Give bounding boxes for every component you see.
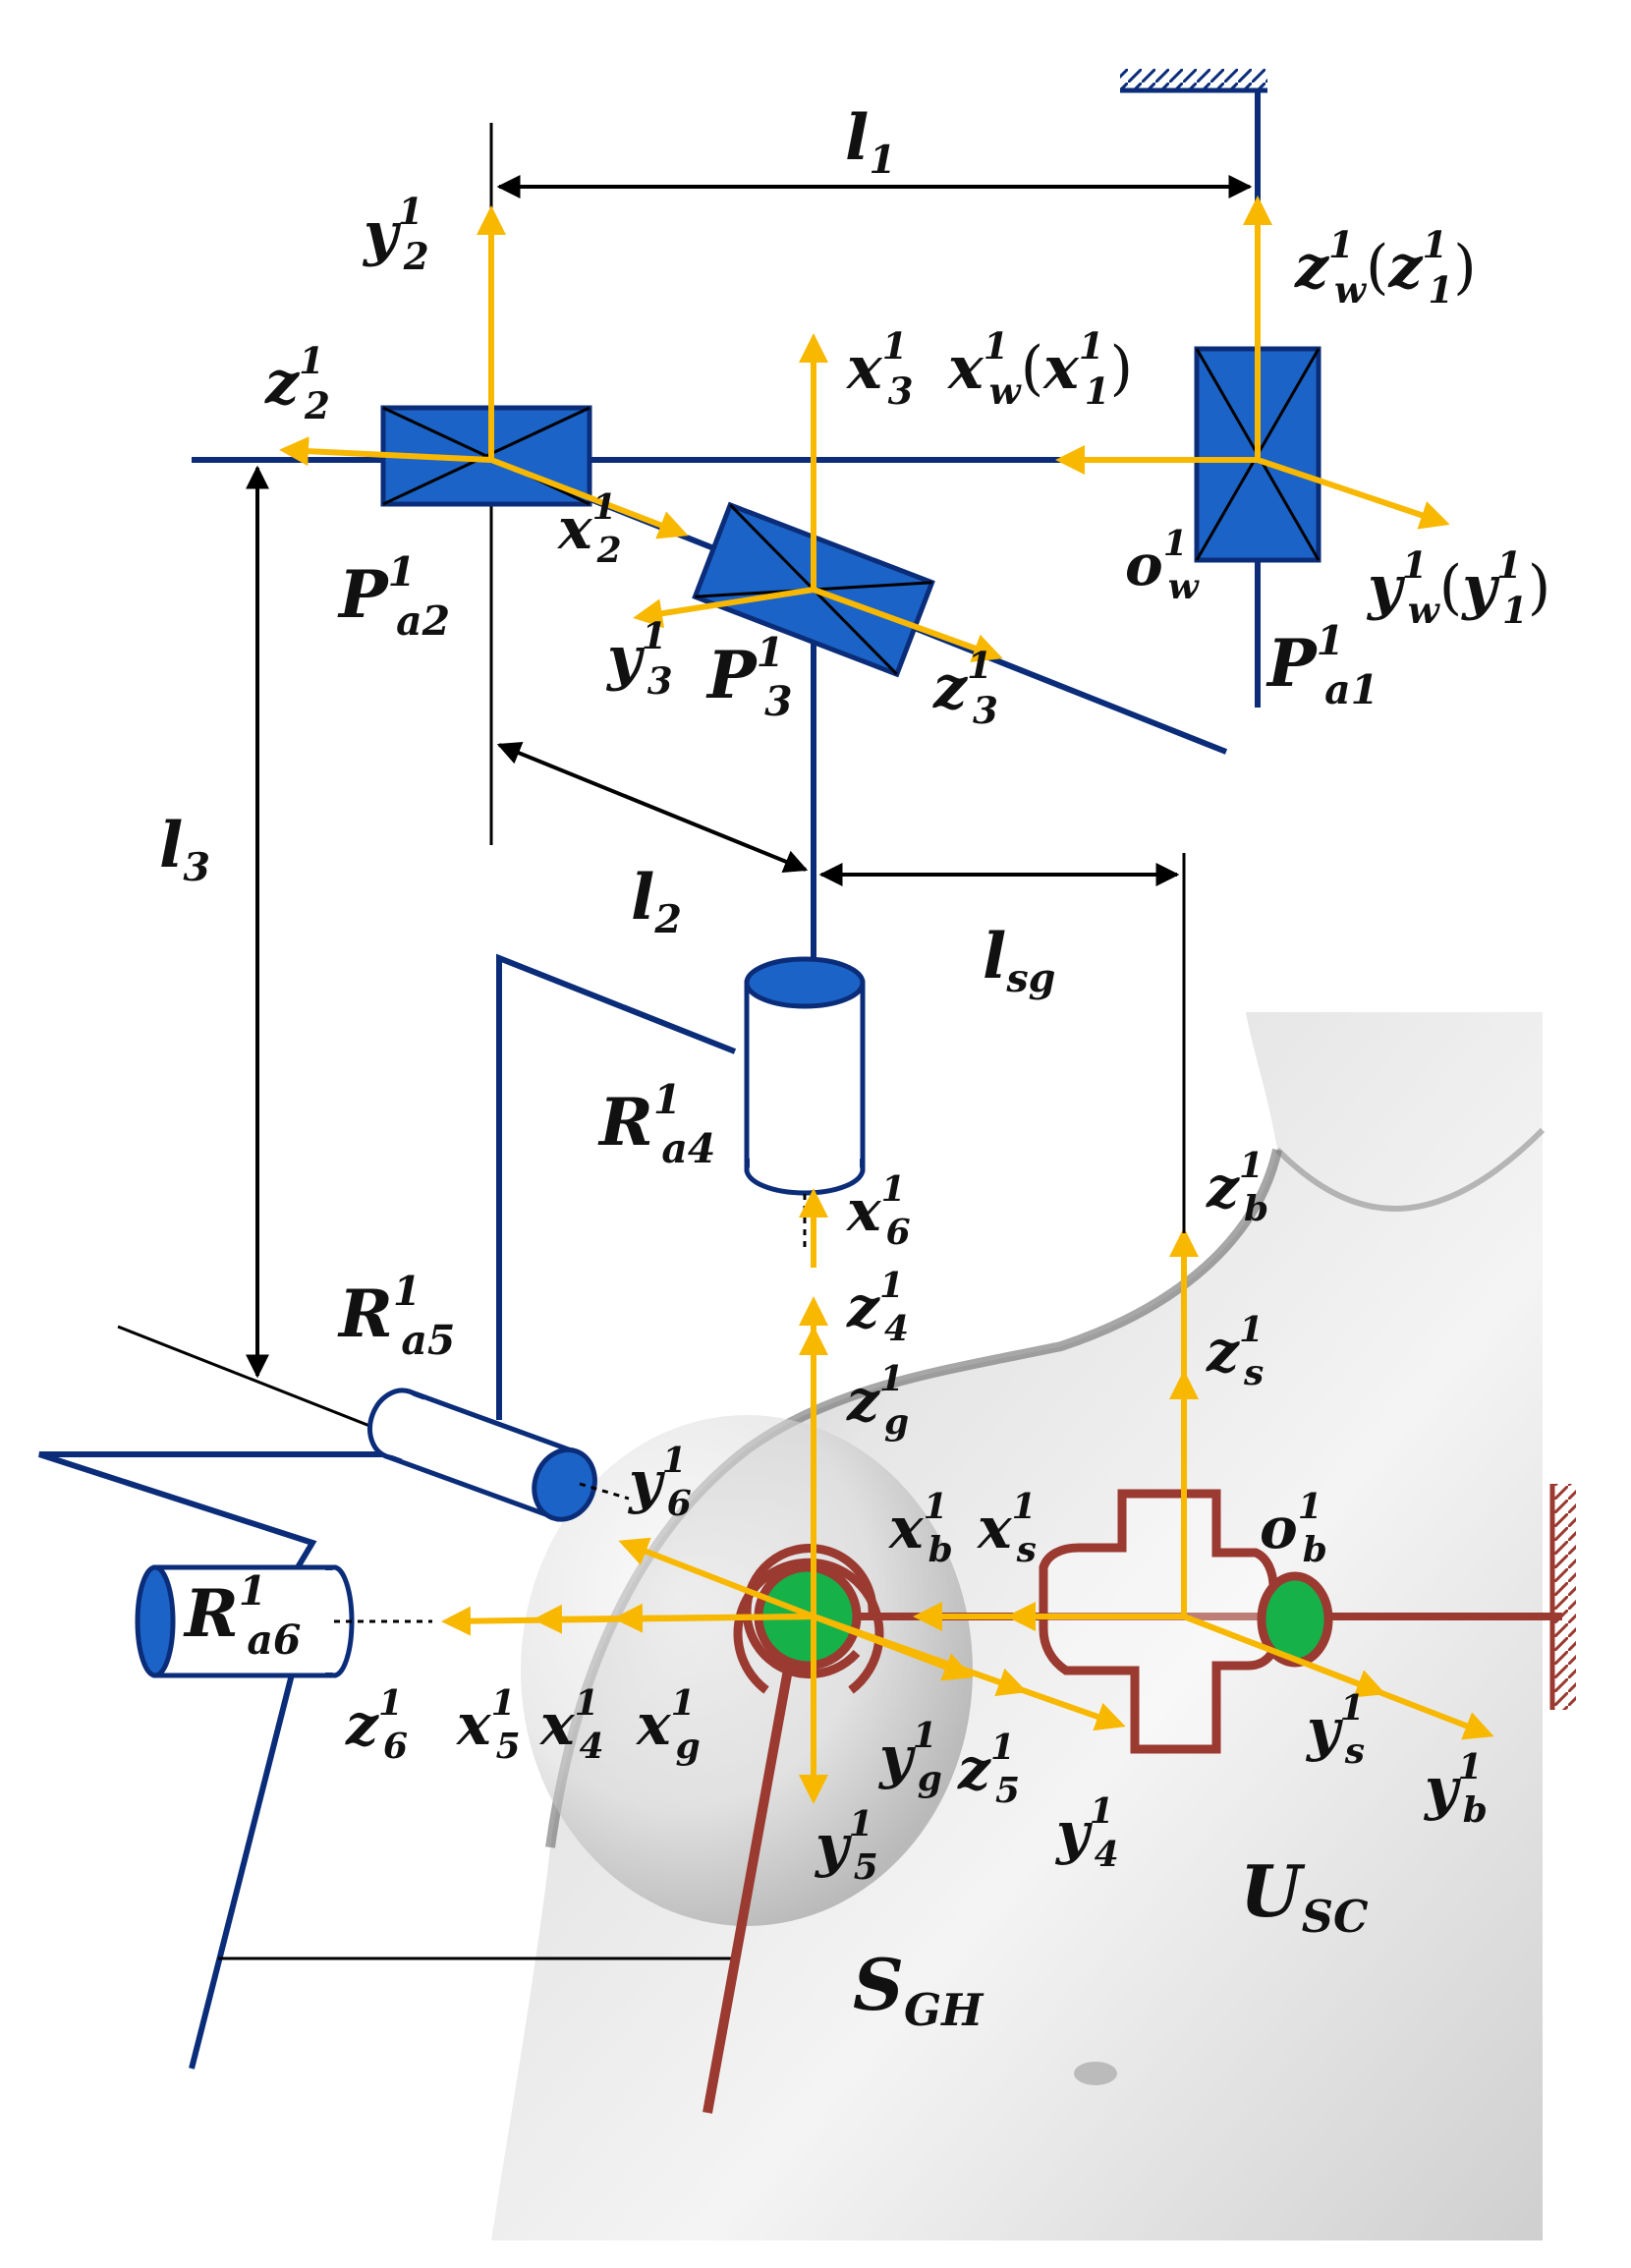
axis-z2	[279, 436, 492, 467]
axis-yw	[1257, 457, 1450, 530]
dimensions	[246, 175, 1253, 1379]
coordinate-axes	[279, 196, 1494, 1804]
label-l1: l1	[845, 101, 896, 183]
label-Usc: USC	[1240, 1849, 1369, 1943]
neck-contour	[1274, 1127, 1546, 1213]
ground-top	[1120, 69, 1267, 93]
axis-z3	[812, 587, 1003, 662]
axis-y4	[813, 1614, 1126, 1731]
label-l3: l3	[159, 809, 210, 890]
axis-y3	[633, 587, 815, 629]
human-torso-image	[491, 1012, 1546, 2240]
ground-right	[1549, 1484, 1576, 1710]
label-l2: l2	[631, 861, 682, 942]
humerus	[703, 1625, 801, 2114]
revolute-joint-ra4	[744, 956, 866, 1196]
revolute-joint-ra6	[135, 1564, 355, 1678]
nipple	[1074, 2062, 1117, 2085]
dashed-alignments	[334, 1194, 807, 1623]
revolute-joint-ra5	[367, 1388, 597, 1522]
sternoclavicular-joint	[1039, 1489, 1333, 1754]
human-joints	[703, 1489, 1562, 2114]
label-lsg: lsg	[983, 920, 1055, 1001]
axis-xg	[613, 1603, 815, 1633]
axis-y6	[618, 1537, 816, 1619]
axis-x2	[489, 457, 689, 539]
label-Sgh: SGH	[853, 1943, 984, 2036]
dim-l2	[496, 742, 809, 873]
axis-yb	[1182, 1614, 1494, 1740]
